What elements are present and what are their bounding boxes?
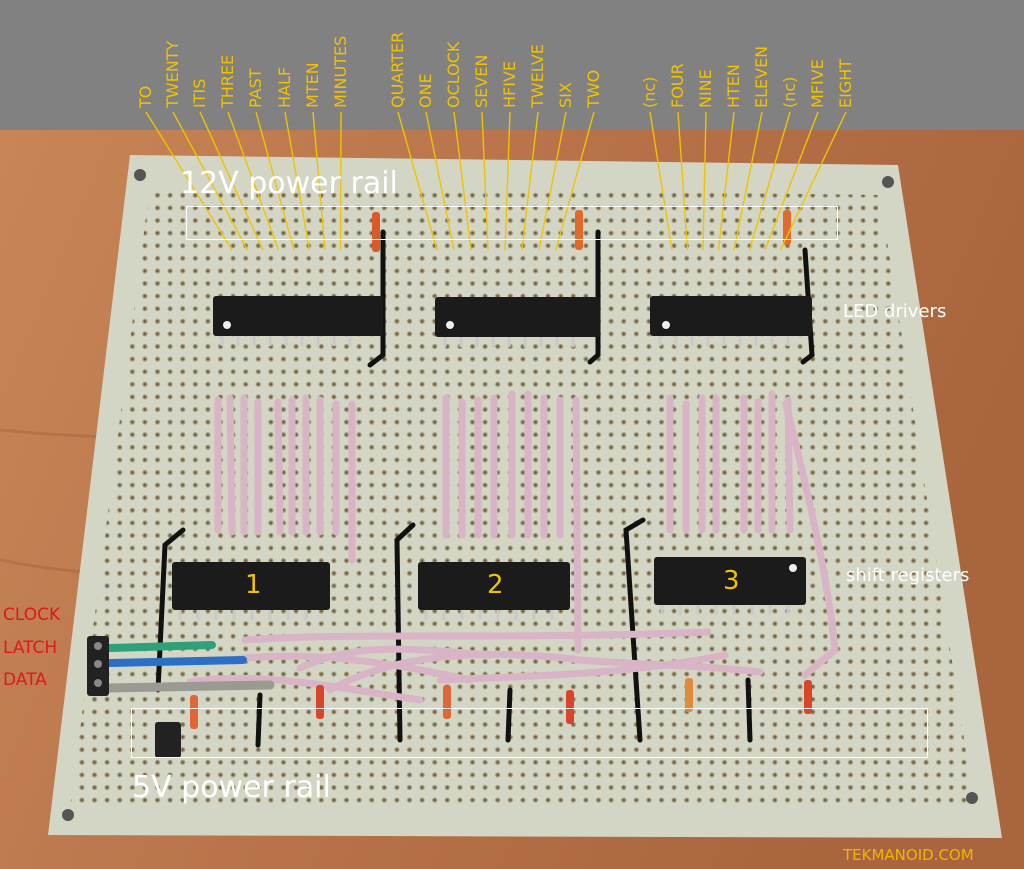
led-leader-line-2 [199,111,264,251]
signal-header [87,636,109,696]
led-label-14: SIX [556,82,575,108]
led-leader-line-10 [453,111,472,251]
led-leader-line-19 [717,111,735,251]
led-leader-line-17 [677,111,689,251]
power-rail-5v-box [131,708,928,758]
led-label-19: HTEN [724,64,743,108]
led-leader-line-3 [227,111,280,251]
led-leader-line-12 [504,111,511,251]
led-label-11: SEVEN [472,54,491,108]
chip-number-1: 1 [245,570,262,600]
led-leader-line-20 [733,111,763,251]
led-label-9: ONE [416,73,435,108]
shift-registers-label: shift registers [846,565,970,586]
led-label-5: HALF [275,66,294,108]
led-leader-line-13 [521,111,539,251]
led-label-21: (nc) [780,76,799,108]
led-label-13: TWELVE [528,44,547,108]
led-label-12: HFIVE [500,60,519,108]
led-leader-line-7 [339,111,342,251]
led-leader-line-1 [172,111,249,251]
led-label-6: MTEN [303,62,322,108]
power-rail-5v-label: 5V power rail [132,770,331,805]
led-label-10: OCLOCK [444,41,463,108]
led-label-2: ITIS [190,78,209,108]
power-header [155,722,181,758]
data-label: DATA [3,670,47,690]
led-label-18: NINE [696,69,715,108]
led-label-8: QUARTER [388,31,407,108]
chip-number-2: 2 [487,570,504,600]
led-leader-line-6 [312,111,326,251]
site-credit: TEKMANOID.COM [843,846,974,864]
power-rail-12v-box [186,206,838,240]
led-leader-line-23 [779,111,847,251]
led-label-23: EIGHT [836,58,855,108]
led-leader-line-0 [145,111,233,251]
led-label-4: PAST [246,68,265,109]
chip-number-3: 3 [723,566,740,596]
led-leader-line-18 [702,111,707,251]
led-leader-line-4 [255,111,295,251]
led-leader-line-21 [748,111,791,251]
shift-register-chip-3 [654,557,806,605]
led-label-16: (nc) [640,76,659,108]
led-label-7: MINUTES [331,35,350,108]
wall [0,0,1024,140]
led-drivers-label: LED drivers [843,301,947,322]
led-leader-line-9 [425,111,455,251]
shift-register-chip-2 [418,562,570,610]
led-label-22: MFIVE [808,59,827,108]
led-driver-chip-2 [435,297,600,337]
shift-register-chip-1 [172,562,330,610]
led-leader-line-22 [764,111,819,251]
led-label-15: TWO [584,69,603,108]
led-leader-line-5 [284,111,311,251]
latch-label: LATCH [3,638,58,658]
led-leader-line-8 [397,111,438,251]
clock-label: CLOCK [3,605,61,625]
power-rail-12v-label: 12V power rail [180,166,398,201]
led-label-1: TWENTY [163,40,182,108]
led-label-17: FOUR [668,63,687,108]
led-leader-line-15 [555,111,595,251]
led-leader-line-14 [538,111,567,251]
led-label-3: THREE [218,54,237,108]
led-leader-line-16 [649,111,673,251]
led-leader-line-11 [481,111,489,251]
led-driver-chip-1 [213,296,383,336]
led-driver-chip-3 [650,296,812,336]
led-label-0: TO [136,85,155,108]
led-label-20: ELEVEN [752,45,771,108]
